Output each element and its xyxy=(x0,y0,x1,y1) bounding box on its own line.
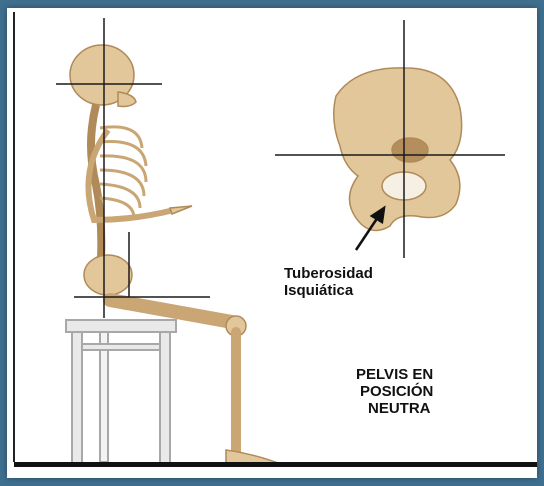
tuberosity-label: Tuberosidad Isquiática xyxy=(284,265,373,299)
stool-illustration xyxy=(66,320,176,466)
hand xyxy=(170,206,192,214)
caption-line-3: NEUTRA xyxy=(356,400,433,417)
stool-leg-back xyxy=(100,332,108,462)
stool-leg-left xyxy=(72,332,82,466)
tuberosity-label-line-2: Isquiática xyxy=(284,282,373,299)
caption-pelvis-neutral: PELVIS EN POSICIÓN NEUTRA xyxy=(356,366,433,417)
stool-seat xyxy=(66,320,176,332)
caption-line-1: PELVIS EN xyxy=(356,366,433,383)
rib-cage xyxy=(100,127,146,218)
spine xyxy=(91,105,101,275)
acetabulum xyxy=(392,138,428,162)
stool-leg-right xyxy=(160,332,170,466)
jaw xyxy=(118,92,136,107)
stool-brace xyxy=(82,344,160,350)
tuberosity-label-line-1: Tuberosidad xyxy=(284,265,373,282)
floor-line xyxy=(14,462,537,467)
skeleton-pelvis xyxy=(84,255,132,295)
caption-line-2: POSICIÓN xyxy=(356,383,433,400)
pelvis-bone-illustration xyxy=(334,68,462,231)
femur xyxy=(110,300,232,322)
